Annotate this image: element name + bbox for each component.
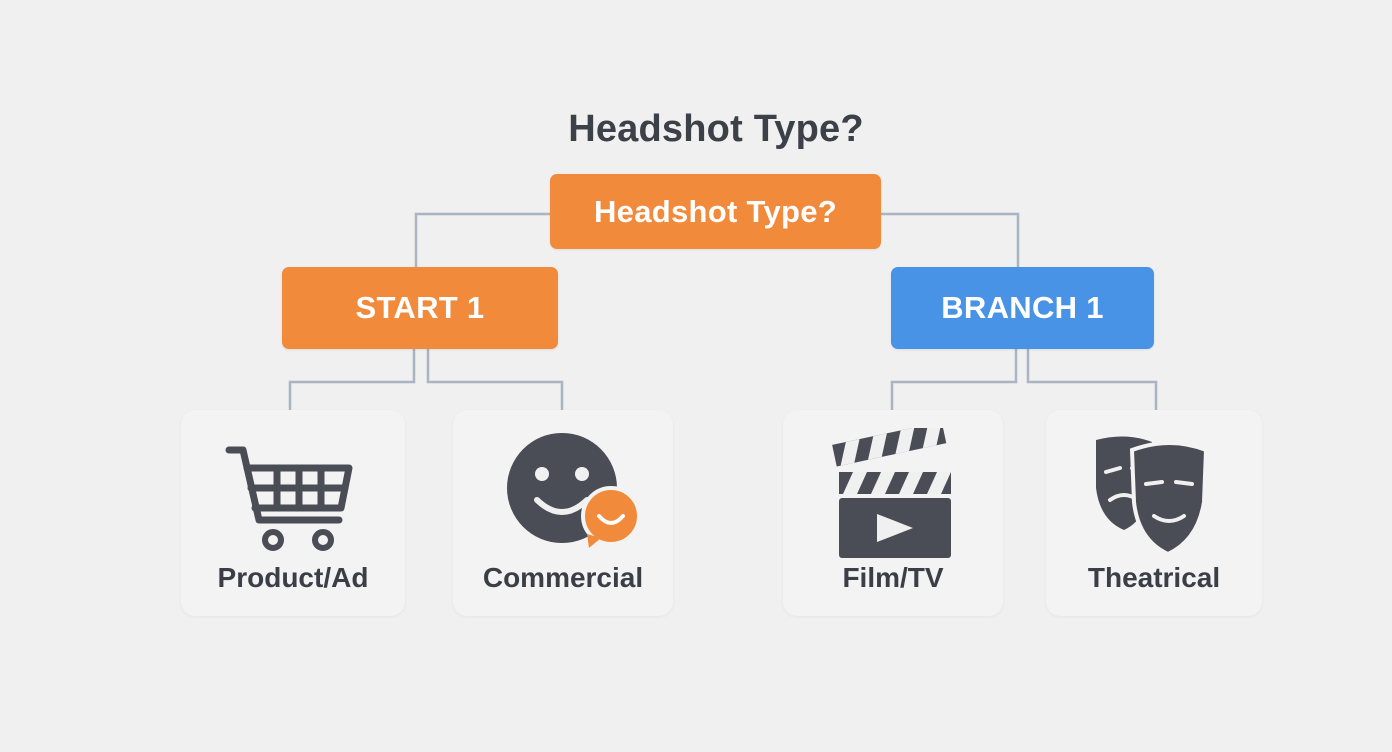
connector-branch-to-film <box>890 349 1018 410</box>
leaf-card-product-ad: Product/Ad <box>181 410 405 616</box>
leaf-card-film-tv: Film/TV <box>783 410 1003 616</box>
shopping-cart-icon <box>181 428 405 558</box>
diagram-title: Headshot Type? <box>568 108 864 150</box>
connector-start-to-commercial <box>426 349 564 410</box>
connector-branch-to-theatrical <box>1026 349 1158 410</box>
connector-root-to-start <box>414 212 550 267</box>
connector-root-to-branch <box>881 212 1020 267</box>
leaf-label-commercial: Commercial <box>482 562 644 593</box>
leaf-label-product-ad: Product/Ad <box>217 562 369 593</box>
leaf-label-theatrical: Theatrical <box>1087 562 1221 593</box>
leaf-label-film-tv: Film/TV <box>842 562 944 593</box>
theater-masks-icon <box>1046 428 1262 558</box>
branch-node-branch: BRANCH 1 <box>891 267 1154 349</box>
clapperboard-icon <box>783 428 1003 558</box>
smiley-chat-icon <box>453 428 673 558</box>
connector-start-to-product <box>288 349 416 410</box>
leaf-card-commercial: Commercial <box>453 410 673 616</box>
root-node: Headshot Type? <box>550 174 881 249</box>
branch-node-start: START 1 <box>282 267 558 349</box>
leaf-card-theatrical: Theatrical <box>1046 410 1262 616</box>
